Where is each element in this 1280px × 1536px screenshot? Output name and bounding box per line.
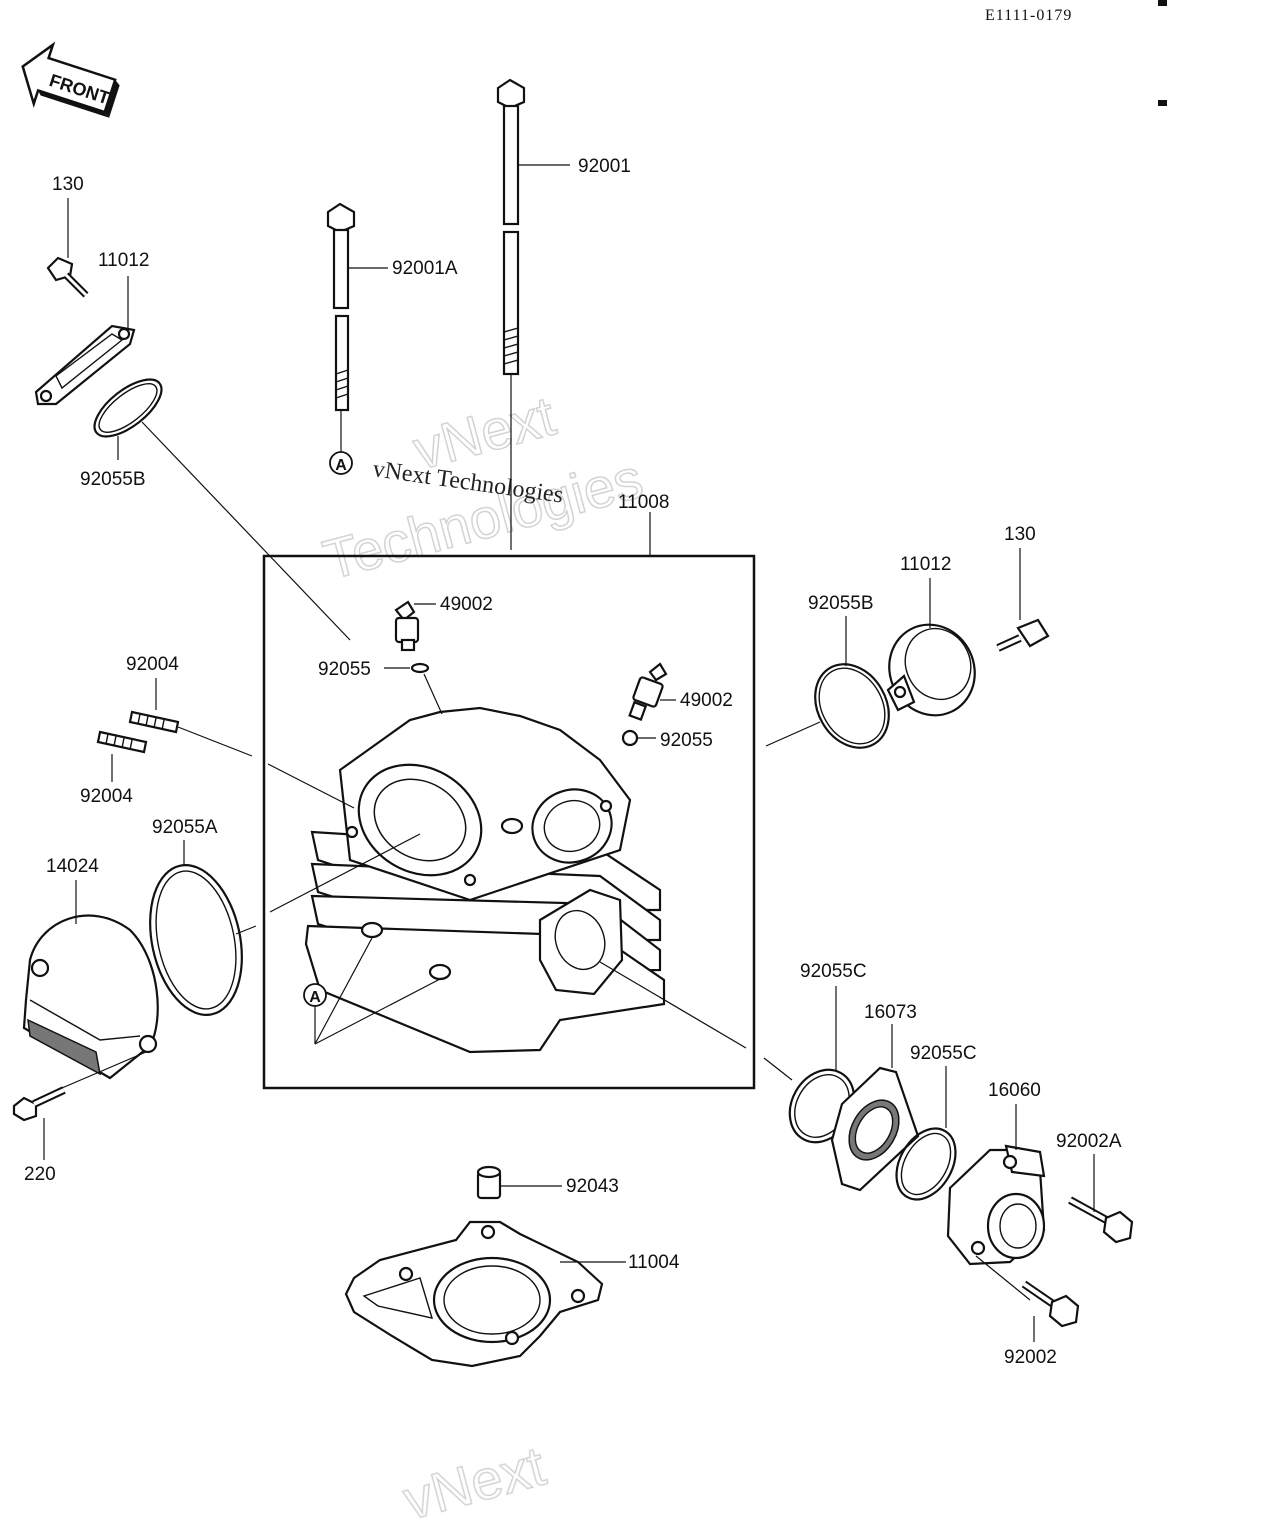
reference-marker-a-box: A (303, 983, 327, 1007)
label-92055C-left: 92055C (800, 961, 867, 982)
bolt-92001 (496, 78, 526, 376)
bolt-130-left (46, 256, 89, 298)
bolt-130-right (996, 618, 1050, 652)
label-92055C-right: 92055C (910, 1043, 977, 1064)
label-92004-upper: 92004 (126, 654, 179, 675)
label-92002: 92002 (1004, 1347, 1057, 1368)
bolt-220 (12, 1086, 66, 1122)
dowel-pin-92043 (476, 1165, 502, 1200)
label-49002-right: 49002 (680, 690, 733, 711)
label-14024: 14024 (46, 856, 99, 877)
o-ring-92055B-right (814, 663, 890, 749)
label-92002A: 92002A (1056, 1131, 1122, 1152)
label-92043: 92043 (566, 1176, 619, 1197)
cylinder-head-11008 (304, 706, 666, 1054)
bolt-92002A (1068, 1196, 1134, 1244)
label-220: 220 (24, 1164, 56, 1185)
margin-mark-top (1158, 0, 1167, 6)
reference-marker-a-top-label: A (335, 457, 347, 474)
label-11008: 11008 (618, 492, 669, 513)
label-92055-top: 92055 (318, 659, 371, 680)
label-11004: 11004 (628, 1252, 680, 1273)
reference-marker-a-box-label: A (309, 989, 321, 1006)
label-92055-right: 92055 (660, 730, 713, 751)
watermark-bottom: vNext (397, 1434, 552, 1532)
label-130-right: 130 (1004, 524, 1036, 545)
part-labels: 130 11012 92055B 92001 92001A 11008 4900… (24, 156, 1122, 1368)
margin-mark-middle (1158, 100, 1167, 106)
label-49002-top: 49002 (440, 594, 493, 615)
o-ring-92055C-right (895, 1127, 957, 1201)
label-16073: 16073 (864, 1002, 917, 1023)
label-92001: 92001 (578, 156, 631, 177)
label-92055A: 92055A (152, 817, 218, 838)
water-fitting-16060 (946, 1144, 1046, 1266)
watermark-line2: Technologies (317, 446, 649, 591)
label-11012-right: 11012 (900, 554, 951, 575)
gasket-16073 (830, 1066, 920, 1192)
label-130-left: 130 (52, 174, 84, 195)
cover-11012-right (886, 623, 976, 717)
stud-92004-upper (128, 710, 180, 734)
reference-marker-a-top: A (329, 451, 353, 475)
label-92055B-left: 92055B (80, 469, 146, 490)
head-gasket-11004 (344, 1220, 604, 1368)
label-92001A: 92001A (392, 258, 458, 279)
front-arrow-icon: FRONT (21, 41, 120, 118)
label-92055B-right: 92055B (808, 593, 874, 614)
o-ring-92055A (149, 864, 243, 1016)
stud-92004-lower (96, 730, 148, 754)
label-11012-left: 11012 (98, 250, 149, 271)
label-16060: 16060 (988, 1080, 1041, 1101)
bolt-92001A (326, 202, 356, 412)
temp-sensor-49002-top (394, 600, 430, 674)
bolt-92002 (1021, 1280, 1080, 1328)
document-code: E1111-0179 (985, 7, 1072, 24)
o-ring-92055B-left (93, 378, 163, 438)
label-92004-lower: 92004 (80, 786, 133, 807)
temp-sensor-49002-right (621, 662, 668, 747)
cover-11012-left (34, 324, 136, 406)
cover-14024 (22, 914, 159, 1080)
cylinder-head-frame (262, 554, 756, 1090)
